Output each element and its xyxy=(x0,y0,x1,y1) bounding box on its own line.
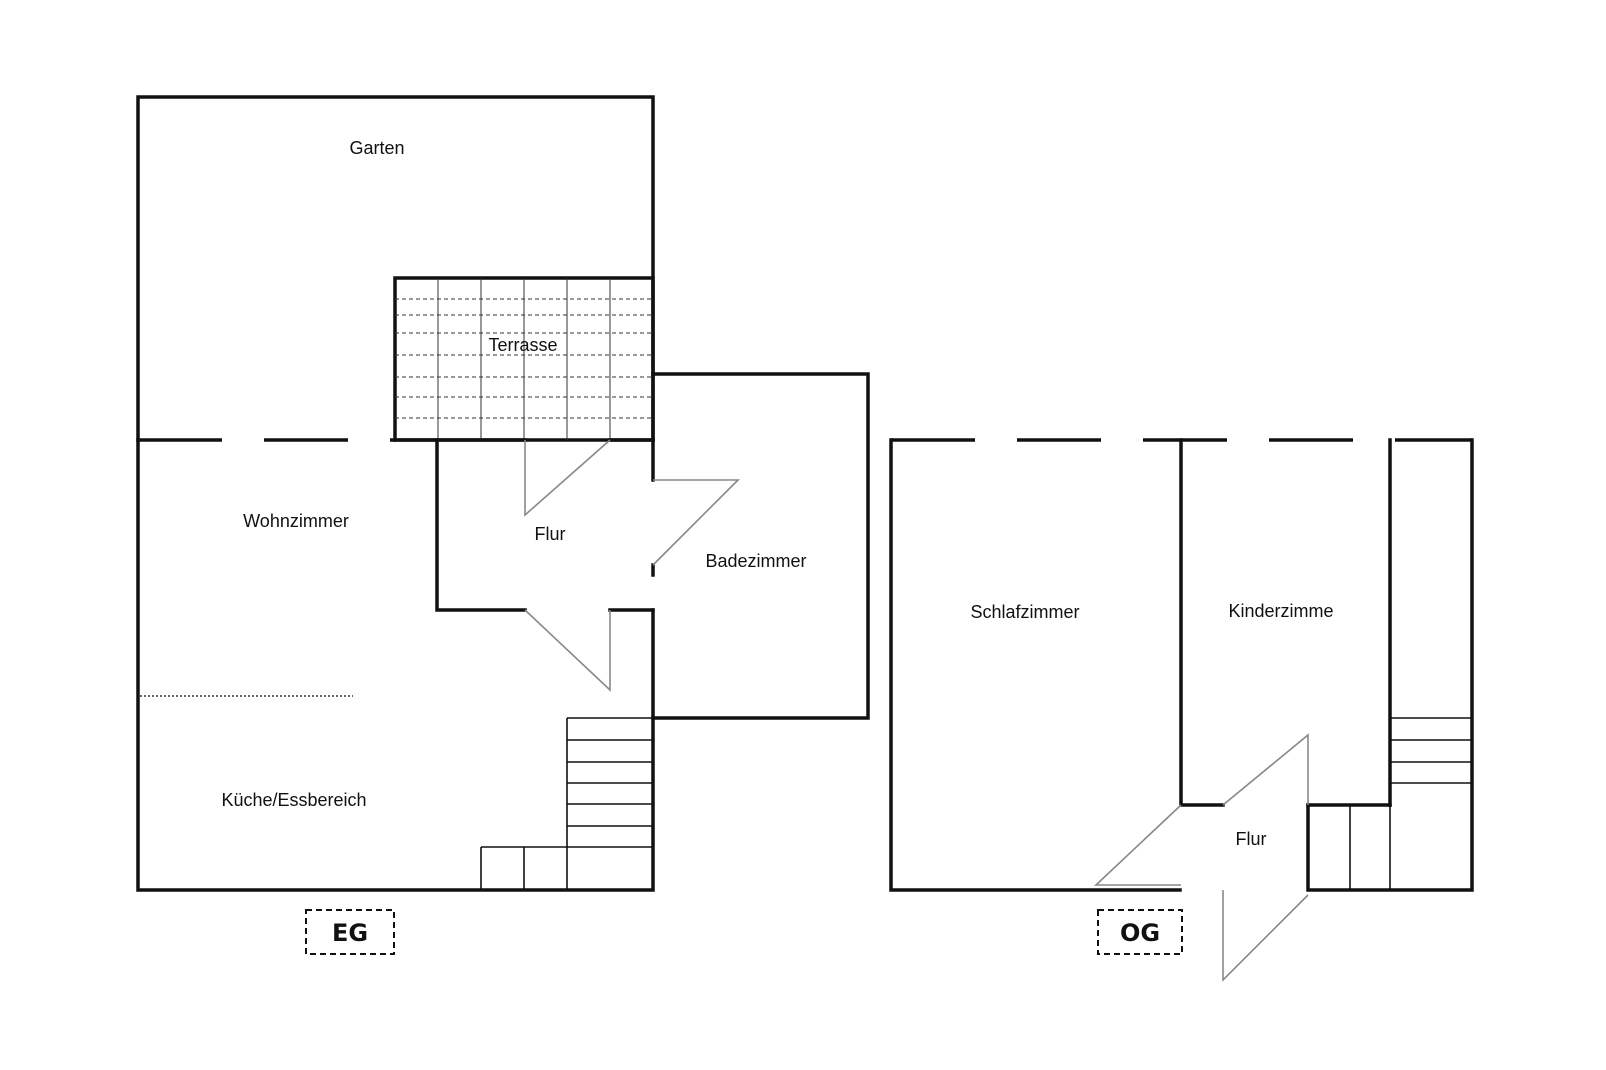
bathroom-walls xyxy=(651,372,870,720)
bedroom-door-swing xyxy=(1093,804,1182,886)
hallway-walls xyxy=(435,438,527,612)
ground-floor-tag: EG xyxy=(305,909,395,955)
room-label-bathroom: Badezimmer xyxy=(705,551,806,571)
bathroom-door-swing xyxy=(652,479,740,566)
kids-room-door-swing xyxy=(1222,733,1309,806)
room-label-terrace: Terrasse xyxy=(488,335,557,355)
upper-left-wall xyxy=(889,438,1182,892)
upper-floor-plan: Schlafzimmer Kinderzimme Flur OG xyxy=(889,438,1474,982)
room-label-kitchen: Küche/Essbereich xyxy=(221,790,366,810)
room-label-upper-hallway: Flur xyxy=(1236,829,1267,849)
ground-floor-plan: Garten Terrasse Wohnzimmer Flur Badezimm… xyxy=(136,95,870,955)
terrace-tiles xyxy=(395,278,653,440)
upper-floor-label: OG xyxy=(1120,919,1160,947)
garden-boundary xyxy=(136,95,655,442)
ground-floor-label: EG xyxy=(332,919,368,947)
house-outer-wall xyxy=(136,438,655,892)
kids-room-walls xyxy=(1179,438,1225,807)
upper-entry-door-swing xyxy=(1222,890,1309,982)
room-label-kids-room: Kinderzimme xyxy=(1228,601,1333,621)
room-label-bedroom: Schlafzimmer xyxy=(970,602,1079,622)
room-label-living-room: Wohnzimmer xyxy=(243,511,349,531)
room-label-garden: Garten xyxy=(349,138,404,158)
terrace-door-swing xyxy=(524,439,611,517)
room-label-hallway: Flur xyxy=(535,524,566,544)
upper-floor-tag: OG xyxy=(1097,909,1183,955)
upper-floor-staircase xyxy=(1349,717,1472,890)
hallway-door-swing xyxy=(524,609,611,692)
ground-floor-staircase xyxy=(480,717,653,890)
